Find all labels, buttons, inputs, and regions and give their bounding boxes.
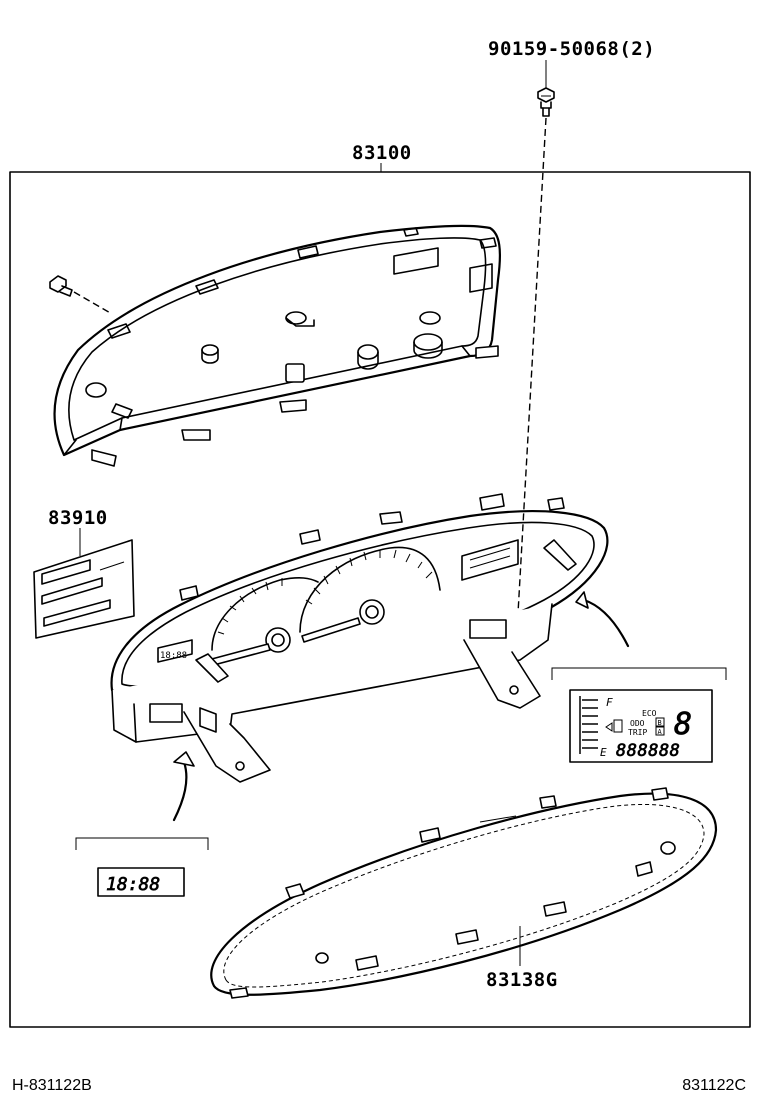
seg-a-label: A [658, 728, 663, 736]
assembly-frame [9, 171, 751, 1028]
circuit-board-part-number: 83910 [48, 507, 108, 529]
footer-right-code: 831122C [682, 1077, 746, 1094]
clock-inset: 18:88 [75, 837, 209, 897]
cluster-clock-digits: 18:88 [160, 651, 187, 661]
housing-screw-dashed-path [73, 291, 113, 315]
screw-dashed-path [513, 117, 547, 685]
footer-left-code: H-831122B [12, 1077, 92, 1094]
seg-a-box [655, 726, 665, 736]
rear-housing [53, 224, 501, 467]
lcd-inset: F E ECO ODO TRIP B A 8 888888 [551, 667, 727, 763]
fuel-pump-icon [605, 719, 623, 733]
fuel-empty-label: E [600, 746, 607, 759]
screw-part-number: 90159-50068(2) [488, 38, 655, 60]
lcd-inset-frame [569, 689, 713, 763]
fuel-full-label: F [606, 696, 613, 709]
seg-b-box [655, 717, 665, 727]
odo-label: ODO [630, 719, 645, 728]
circuit-board [33, 539, 135, 639]
housing-screw-icon [49, 275, 73, 297]
clock-inset-frame [97, 867, 185, 897]
cluster-part-number: 83100 [352, 142, 412, 164]
lens-glass [210, 787, 718, 999]
cluster-body: 18:88 [110, 493, 609, 783]
screw-icon [537, 87, 555, 117]
lens-part-number: 83138G [486, 969, 558, 991]
big-digit: 8 [674, 707, 692, 742]
clock-arrow-icon [172, 751, 195, 822]
seg-b-label: B [658, 719, 662, 727]
trip-label: TRIP [628, 728, 647, 737]
odometer-digits: 888888 [616, 741, 680, 761]
eco-label: ECO [642, 709, 657, 718]
lcd-arrow-icon [575, 591, 630, 648]
clock-inset-digits: 18:88 [106, 874, 160, 895]
